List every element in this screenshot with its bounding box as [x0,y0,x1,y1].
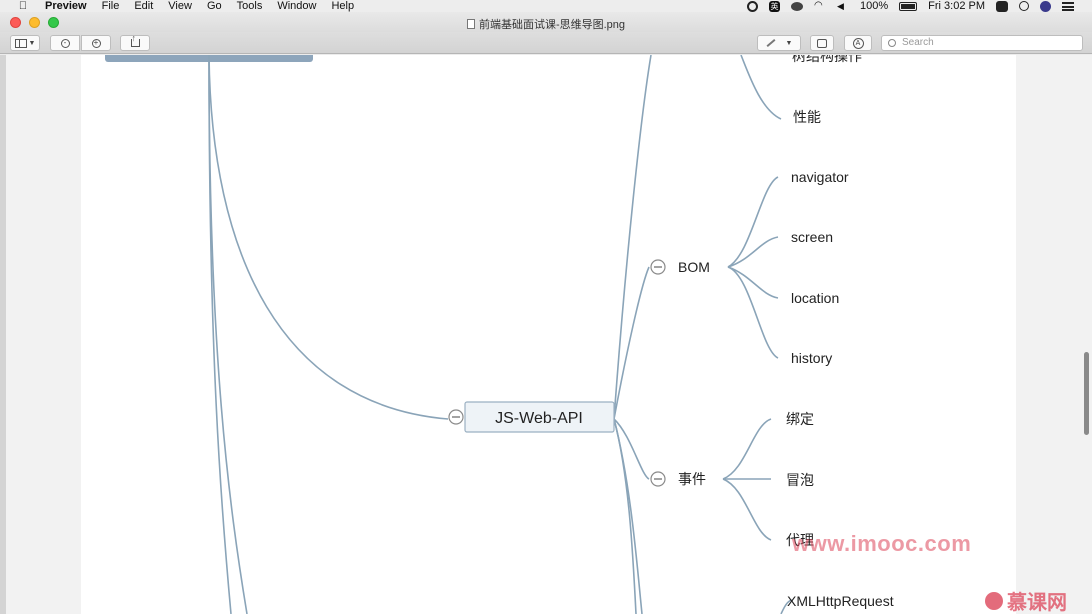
markup-toolbar-button[interactable]: A [844,35,872,51]
zoom-out-button[interactable]: - [50,35,80,51]
user-avatar-icon[interactable] [1040,0,1051,12]
root-node-label: JS-Web-API [495,410,583,427]
menu-app-name[interactable]: Preview [45,0,87,12]
battery-icon[interactable] [899,1,918,11]
document-viewer[interactable]: JS-Web-API BOM navigator screen location… [0,55,1092,614]
mindmap-canvas: JS-Web-API BOM navigator screen location… [105,55,894,614]
bom-collapse-icon[interactable] [650,259,666,275]
events-child-bubble[interactable]: 冒泡 [786,472,814,488]
watermark-text: www.imooc.com [792,531,972,556]
menu-bar:  Preview File Edit View Go Tools Window… [0,0,1092,12]
connector-root-down-1 [208,55,232,614]
share-button[interactable] [120,33,150,51]
share-icon [130,33,140,47]
document-file-icon [466,19,475,29]
bom-child-screen[interactable]: screen [791,229,833,245]
apple-menu-icon[interactable]:  [16,0,30,12]
sidebar-toggle-button[interactable]: ▼ [10,35,40,51]
connector-events-delegate [722,478,772,541]
chevron-down-icon: ▼ [28,39,36,47]
connector-bom-screen [727,236,779,268]
menu-clock[interactable]: Fri 3:02 PM [928,0,985,12]
battery-percent[interactable]: 100% [860,0,889,12]
menu-help[interactable]: Help [331,0,355,12]
connector-root-down-2 [208,55,248,614]
wifi-icon[interactable]: ◠ [814,0,823,11]
wechat-icon[interactable] [791,1,803,11]
chevron-down-icon: ▼ [785,39,793,47]
connector-jswebapi-bom [613,266,650,420]
toolbar: ▼ - + ▼ A Search [0,32,1092,54]
sync-app-icon[interactable] [996,0,1008,12]
viewer-edge [0,55,6,614]
rotate-icon [817,38,827,48]
spotlight-icon[interactable] [1019,1,1029,11]
bom-child-navigator[interactable]: navigator [791,169,849,185]
brand-logo-text: 慕课网 [1007,592,1067,614]
connector-jswebapi-up [613,55,652,420]
menu-go[interactable]: Go [206,0,222,12]
events-child-bind[interactable]: 绑定 [786,411,814,427]
viewer-margin-left [0,55,81,614]
bom-child-history[interactable]: history [791,350,832,366]
zoom-in-button[interactable]: + [81,35,111,51]
volume-icon[interactable]: ◀ [837,1,844,11]
viewer-margin-right [1016,55,1092,614]
notification-center-icon[interactable] [1062,1,1074,11]
image-page: JS-Web-API BOM navigator screen location… [81,55,1016,614]
connector-events-bind [722,418,772,480]
sidebar-icon [14,38,27,48]
mindmap-connectors [208,55,794,614]
pen-icon [766,39,776,47]
bom-node-label[interactable]: BOM [678,259,710,275]
rotate-button[interactable] [810,35,834,51]
connector-root-to-jswebapi [208,55,449,420]
menu-edit[interactable]: Edit [134,0,154,12]
input-method-icon[interactable]: 英 [769,0,780,12]
close-window-button[interactable] [10,17,21,28]
markup-icon: A [852,37,864,49]
menu-tools[interactable]: Tools [236,0,263,12]
vertical-scrollbar[interactable] [1084,352,1089,435]
connector-bom-navigator [727,176,779,268]
document-title: 前端基础面试课-思维导图.png [0,16,1092,32]
brand-logo: 慕课网 [985,586,1067,614]
events-node-label[interactable]: 事件 [678,471,706,487]
minimize-window-button[interactable] [29,17,40,28]
zoom-in-icon: + [91,38,101,48]
connector-partial-performance [740,55,782,120]
events-child-delegate[interactable]: 代理 [786,532,814,548]
connector-jswebapi-down-2 [613,418,643,614]
bom-child-location[interactable]: location [791,290,839,306]
partial-node-performance[interactable]: 性能 [793,109,821,125]
events-collapse-icon[interactable] [650,471,666,487]
highlight-button[interactable]: ▼ [757,35,801,51]
partial-node-xhr: XMLHttpRequest [787,593,894,609]
search-icon [888,39,896,47]
connector-jswebapi-events [613,418,650,480]
window-titlebar: 前端基础面试课-思维导图.png [0,12,1092,32]
record-icon[interactable] [747,0,758,12]
flame-logo-icon [985,591,1003,610]
root-collapse-icon[interactable] [448,409,464,425]
menu-file[interactable]: File [101,0,120,12]
root-node-box[interactable] [464,401,615,433]
search-input[interactable]: Search [881,35,1083,51]
search-placeholder: Search [902,37,934,48]
zoom-window-button[interactable] [48,17,59,28]
menu-view[interactable]: View [168,0,192,12]
menu-window[interactable]: Window [277,0,317,12]
document-title-text: 前端基础面试课-思维导图.png [478,19,626,31]
partial-node-tree-ops: 树结构操作 [792,55,862,64]
connector-bottom-partial [780,599,794,614]
zoom-out-icon: - [60,38,70,48]
connector-bom-history [727,266,779,359]
